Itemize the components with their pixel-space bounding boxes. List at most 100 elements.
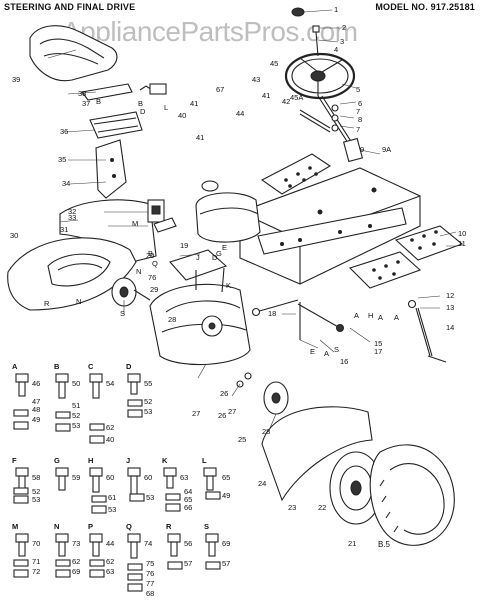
svg-text:54: 54 bbox=[106, 379, 114, 388]
svg-text:60: 60 bbox=[106, 473, 114, 482]
model-number: MODEL NO. 917.25181 bbox=[375, 2, 475, 12]
callout-8: 8 bbox=[358, 115, 362, 124]
svg-text:69: 69 bbox=[222, 539, 230, 548]
fastener-nuts-washers bbox=[13, 399, 221, 592]
callout-25: 25 bbox=[238, 435, 246, 444]
callout-s: S bbox=[120, 309, 125, 318]
svg-text:66: 66 bbox=[184, 503, 192, 512]
svg-text:77: 77 bbox=[146, 579, 154, 588]
callout-36: 36 bbox=[60, 127, 68, 136]
callout-39: 39 bbox=[12, 75, 20, 84]
callout-23: 23 bbox=[288, 503, 296, 512]
frame bbox=[239, 167, 421, 285]
svg-text:74: 74 bbox=[144, 539, 152, 548]
fuel-tank bbox=[195, 180, 261, 243]
key-n: N bbox=[54, 522, 59, 531]
callout-a: A bbox=[354, 311, 359, 320]
svg-text:71: 71 bbox=[32, 557, 40, 566]
svg-text:61: 61 bbox=[108, 493, 116, 502]
svg-text:68: 68 bbox=[146, 589, 154, 598]
callout-j: J bbox=[196, 253, 200, 262]
svg-text:40: 40 bbox=[106, 435, 114, 444]
svg-text:55: 55 bbox=[144, 379, 152, 388]
callout-14: 14 bbox=[446, 323, 454, 332]
callout-11: 11 bbox=[458, 239, 466, 248]
battery-tray bbox=[169, 249, 228, 281]
callout-a: A bbox=[324, 349, 329, 358]
bolt-keys: A B C D F G H J K L M N P Q R S bbox=[12, 362, 209, 531]
callout-7: 7 bbox=[356, 125, 360, 134]
callout-13: 13 bbox=[446, 303, 454, 312]
callout-10: 10 bbox=[458, 229, 466, 238]
callout-41: 41 bbox=[190, 99, 198, 108]
seat bbox=[29, 25, 118, 82]
fastener-part-numbers: 46 47 48 49 50 51 52 53 54 62 40 55 52 5… bbox=[32, 379, 230, 598]
key-c: C bbox=[88, 362, 94, 371]
callout-d: D bbox=[212, 253, 218, 262]
key-h: H bbox=[88, 456, 93, 465]
callout-17: 17 bbox=[374, 347, 382, 356]
svg-text:72: 72 bbox=[32, 567, 40, 576]
callout-1: 1 bbox=[334, 5, 338, 14]
key-f: F bbox=[12, 456, 17, 465]
tire bbox=[369, 444, 455, 546]
fastener-bolts bbox=[15, 373, 219, 559]
svg-text:63: 63 bbox=[180, 473, 188, 482]
svg-text:53: 53 bbox=[72, 421, 80, 430]
svg-text:44: 44 bbox=[106, 539, 114, 548]
key-j: J bbox=[126, 456, 130, 465]
transaxle bbox=[149, 267, 251, 366]
callout-19: 19 bbox=[180, 241, 188, 250]
callout-l: L bbox=[164, 103, 168, 112]
diagram-title: STEERING AND FINAL DRIVE bbox=[4, 2, 136, 12]
key-p: P bbox=[88, 522, 93, 531]
svg-text:52: 52 bbox=[144, 397, 152, 406]
svg-text:62: 62 bbox=[72, 557, 80, 566]
callout-s: S bbox=[334, 345, 339, 354]
callout-28: 28 bbox=[262, 427, 270, 436]
steering-wheel bbox=[284, 7, 356, 100]
callout-44: 44 bbox=[236, 109, 244, 118]
key-d: D bbox=[126, 362, 132, 371]
callout-5: 5 bbox=[356, 85, 360, 94]
callout-18: 18 bbox=[268, 309, 276, 318]
callout-d: D bbox=[140, 107, 146, 116]
svg-text:57: 57 bbox=[184, 559, 192, 568]
callout-7: 7 bbox=[356, 107, 360, 116]
svg-text:53: 53 bbox=[32, 495, 40, 504]
callout-12: 12 bbox=[446, 291, 454, 300]
callout-40: 40 bbox=[178, 111, 186, 120]
left-hub bbox=[111, 277, 151, 307]
callout-e: E bbox=[310, 347, 315, 356]
callout-4: 4 bbox=[334, 45, 338, 54]
callout-37: 37 bbox=[82, 99, 90, 108]
callout-33: 33 bbox=[68, 213, 76, 222]
callout-28: 28 bbox=[168, 315, 176, 324]
callout-38: 38 bbox=[78, 89, 86, 98]
svg-text:62: 62 bbox=[106, 423, 114, 432]
svg-text:46: 46 bbox=[32, 379, 40, 388]
watermark: AppliancePartsPros.com bbox=[62, 16, 358, 47]
svg-text:69: 69 bbox=[72, 567, 80, 576]
svg-text:75: 75 bbox=[146, 559, 154, 568]
svg-text:60: 60 bbox=[144, 473, 152, 482]
svg-text:53: 53 bbox=[144, 407, 152, 416]
callout-35: 35 bbox=[58, 155, 66, 164]
callout-r: R bbox=[44, 299, 50, 308]
callout-20: 20 bbox=[146, 251, 154, 260]
callout-26: 26 bbox=[220, 389, 228, 398]
rear-hub bbox=[236, 372, 289, 415]
key-r: R bbox=[166, 522, 172, 531]
callout-3: 3 bbox=[340, 37, 344, 46]
svg-text:58: 58 bbox=[32, 473, 40, 482]
callout-m: M bbox=[132, 219, 138, 228]
callout-a: A bbox=[394, 313, 399, 322]
steering-shaft bbox=[299, 95, 364, 163]
callout-6: 6 bbox=[358, 99, 362, 108]
callout-b: B bbox=[148, 249, 153, 258]
key-m: M bbox=[12, 522, 18, 531]
callout-h: H bbox=[368, 311, 373, 320]
callout-b: B bbox=[96, 97, 101, 106]
